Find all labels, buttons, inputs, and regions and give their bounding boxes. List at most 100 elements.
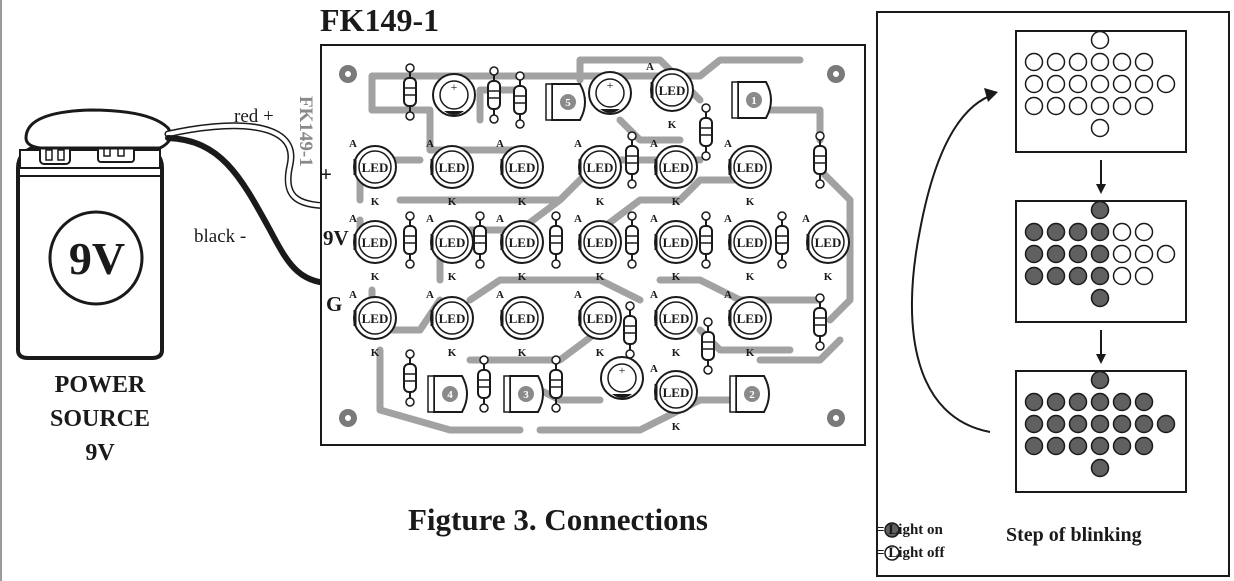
light-off-dot — [1134, 244, 1154, 264]
anode-label: A — [496, 289, 504, 301]
light-off-dot — [1090, 30, 1110, 50]
light-off-dot — [1112, 74, 1132, 94]
wire-black-label: black - — [194, 226, 247, 247]
light-on-dot — [1090, 414, 1110, 434]
light-off-dot — [1090, 74, 1110, 94]
resistor — [775, 211, 789, 269]
light-on-dot — [1068, 244, 1088, 264]
resistor — [699, 103, 713, 161]
cathode-label: K — [672, 196, 681, 208]
pin-plus-label: + — [320, 162, 332, 186]
light-off-dot — [1112, 96, 1132, 116]
anode-label: A — [724, 213, 732, 225]
light-on-dot — [1090, 370, 1110, 390]
legend-on-dot — [884, 522, 900, 538]
resistor — [473, 211, 487, 269]
led-label: LED — [439, 160, 466, 175]
transistor-label: 3 — [523, 389, 529, 401]
figure-caption: Figture 3. Connections — [408, 502, 708, 537]
transistor-label: 1 — [751, 95, 757, 107]
cathode-label: K — [518, 271, 527, 283]
anode-label: A — [724, 138, 732, 150]
light-on-dot — [1024, 266, 1044, 286]
resistor — [625, 131, 639, 189]
cathode-label: K — [371, 271, 380, 283]
light-on-dot — [1156, 414, 1176, 434]
resistor — [513, 71, 527, 129]
resistor — [625, 211, 639, 269]
resistor — [623, 301, 637, 359]
light-on-dot — [1068, 222, 1088, 242]
anode-label: A — [650, 138, 658, 150]
transistor-label: 2 — [749, 389, 755, 401]
light-off-dot — [1134, 52, 1154, 72]
light-off-dot — [1112, 266, 1132, 286]
light-on-dot — [1090, 200, 1110, 220]
light-on-dot — [1090, 266, 1110, 286]
light-on-dot — [1090, 458, 1110, 478]
anode-label: A — [650, 289, 658, 301]
board-title: FK149-1 — [320, 2, 440, 38]
light-on-dot — [1112, 414, 1132, 434]
led-label: LED — [737, 160, 764, 175]
step-title: Step of blinking — [1006, 524, 1142, 546]
led-label: LED — [663, 235, 690, 250]
led-label: LED — [362, 160, 389, 175]
cathode-label: K — [448, 271, 457, 283]
light-on-dot — [1068, 414, 1088, 434]
capacitor: + — [588, 71, 632, 115]
led: LED A K — [496, 213, 544, 283]
light-on-dot — [1024, 436, 1044, 456]
resistor — [549, 355, 563, 413]
led-label: LED — [509, 235, 536, 250]
wire-red-label: red + — [234, 106, 274, 127]
led-label: LED — [587, 160, 614, 175]
down-arrow-icon — [1096, 330, 1106, 364]
cathode-label: K — [518, 196, 527, 208]
light-on-dot — [1134, 392, 1154, 412]
light-on-dot — [1090, 222, 1110, 242]
light-on-dot — [1046, 222, 1066, 242]
led-label: LED — [587, 235, 614, 250]
light-off-dot — [1134, 74, 1154, 94]
down-arrow-icon — [1096, 160, 1106, 194]
light-on-dot — [1068, 436, 1088, 456]
legend-on-label: = Light on — [876, 522, 943, 538]
transistor-label: 5 — [565, 97, 571, 109]
loop-arrow-icon — [911, 88, 998, 433]
anode-label: A — [496, 213, 504, 225]
cathode-label: K — [668, 119, 677, 131]
led-label: LED — [362, 311, 389, 326]
wire-black — [165, 135, 343, 287]
transistor: 3 — [503, 375, 544, 413]
transistor-label: 4 — [447, 389, 453, 401]
light-on-dot — [1024, 414, 1044, 434]
led-label: LED — [663, 160, 690, 175]
light-on-dot — [1046, 414, 1066, 434]
cathode-label: K — [746, 271, 755, 283]
led-label: LED — [663, 311, 690, 326]
light-off-dot — [1024, 52, 1044, 72]
cathode-label: K — [448, 347, 457, 359]
led-label: LED — [362, 235, 389, 250]
cathode-label: K — [518, 347, 527, 359]
resistor — [403, 349, 417, 407]
led-label: LED — [509, 311, 536, 326]
battery — [16, 108, 173, 360]
cathode-label: K — [371, 347, 380, 359]
light-on-dot — [1090, 288, 1110, 308]
resistor — [813, 293, 827, 351]
light-off-dot — [1046, 52, 1066, 72]
capacitor: + — [432, 73, 476, 117]
light-on-dot — [1112, 436, 1132, 456]
anode-label: A — [574, 289, 582, 301]
light-off-dot — [1024, 74, 1044, 94]
